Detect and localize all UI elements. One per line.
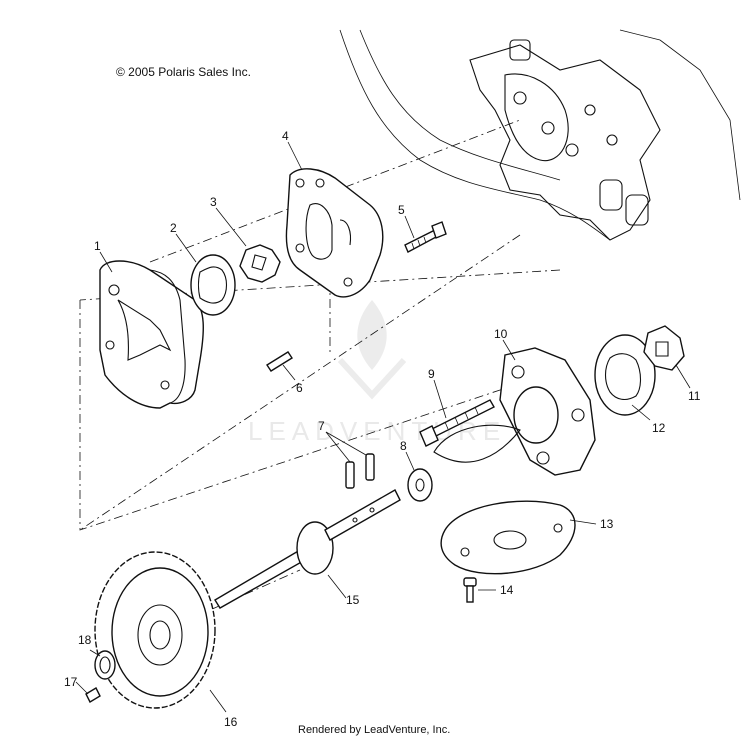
callout-6: 6 [296, 381, 303, 395]
callout-13: 13 [600, 517, 614, 531]
callout-9: 9 [428, 367, 435, 381]
callout-8: 8 [400, 439, 407, 453]
leader-lines [75, 141, 691, 713]
callout-17: 17 [64, 675, 78, 689]
callout-16: 16 [224, 715, 238, 729]
pins-7 [345, 453, 375, 489]
bolt-5 [404, 221, 447, 253]
callout-4: 4 [282, 129, 289, 143]
watermark: LEADVENTURE [248, 300, 500, 446]
footer-credit: Rendered by LeadVenture, Inc. [298, 724, 450, 736]
cover-13 [440, 500, 576, 575]
callout-18: 18 [78, 633, 92, 647]
callout-1: 1 [94, 239, 101, 253]
callout-14: 14 [500, 583, 514, 597]
callout-15: 15 [346, 593, 360, 607]
callout-3: 3 [210, 195, 217, 209]
callout-numbers: 1 2 3 4 5 6 7 8 9 10 11 12 13 14 15 16 1… [64, 129, 701, 729]
screw-14 [463, 577, 477, 603]
dowel-pin-6 [266, 351, 293, 372]
shaft-15 [214, 489, 401, 609]
gear-16 [94, 551, 216, 709]
pump-cover-plate [285, 168, 384, 298]
pump-housing-plate [99, 260, 204, 409]
callout-10: 10 [494, 327, 508, 341]
callout-5: 5 [398, 203, 405, 217]
engine-case [339, 29, 741, 241]
seal-18 [94, 650, 116, 680]
rotor-12 [594, 334, 656, 416]
pump-body [433, 347, 596, 476]
callout-7: 7 [318, 419, 325, 433]
bolt-17 [85, 687, 101, 703]
callout-11: 11 [688, 389, 701, 403]
inner-rotor-11 [643, 325, 685, 371]
bolt-9 [419, 399, 495, 447]
outer-rotor [190, 254, 236, 316]
copyright-text: © 2005 Polaris Sales Inc. [116, 65, 251, 79]
inner-rotor [239, 244, 281, 283]
callout-2: 2 [170, 221, 177, 235]
washer-8 [407, 468, 433, 502]
callout-12: 12 [652, 421, 666, 435]
